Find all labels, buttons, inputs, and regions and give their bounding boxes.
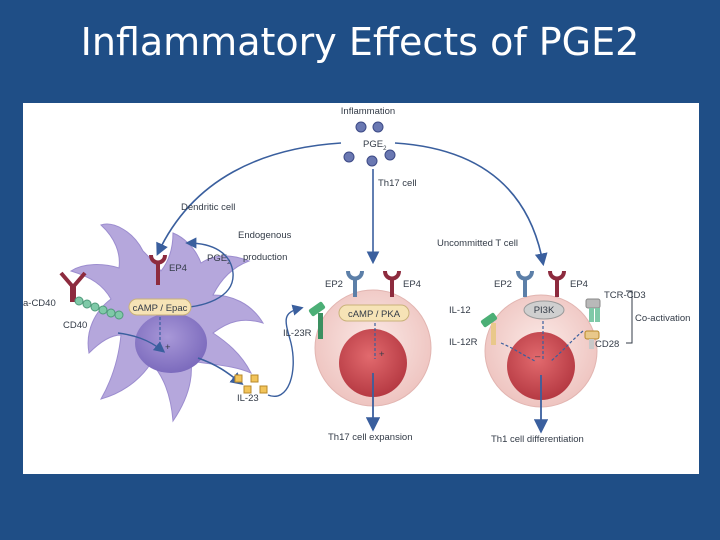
dendritic-ep4-receptor (149, 254, 167, 285)
endogenous-production-arrow (172, 237, 234, 309)
pi3k-box (523, 300, 565, 320)
il23r-receptor (308, 301, 326, 339)
il12-label: IL-12 (449, 305, 471, 316)
cd40-label: CD40 (63, 320, 87, 331)
dendritic-pge2-label: PGE2 (207, 253, 231, 266)
dendritic-cell-label: Dendritic cell (181, 202, 235, 213)
dendritic-camp-epac-label: cAMP / Epac (133, 303, 188, 314)
uncommitted-ep2-label: EP2 (494, 279, 512, 290)
slide-title: Inflammatory Effects of PGE2 (80, 20, 640, 64)
il12r-signal (500, 342, 536, 362)
th17-ep4-receptor (383, 270, 401, 297)
dendritic-ep4-label: EP4 (169, 263, 187, 274)
inflammation-label: Inflammation (341, 106, 395, 117)
uncommitted-ep4-receptor (548, 270, 566, 297)
th17-nucleus (339, 329, 407, 397)
th17-cell-label: Th17 cell (378, 178, 417, 189)
coactivation-label: Co-activation (635, 313, 690, 324)
tcr-cd3-receptor (585, 298, 601, 322)
endogenous-label: Endogenous (238, 230, 292, 241)
il23r-label: IL-23R (283, 328, 312, 339)
cd40-antibody (59, 271, 87, 302)
arrow-to-dendritic (156, 142, 342, 256)
il23-molecules (234, 374, 268, 394)
dendritic-plus-sign: + (165, 342, 171, 353)
uncommitted-nucleus (507, 332, 575, 400)
tcr-cd3-label: TCR-CD3 (604, 290, 646, 301)
coactivation-bracket (626, 290, 633, 344)
th17-outcome-label: Th17 cell expansion (328, 432, 413, 443)
uncommitted-ep2-receptor (516, 270, 534, 297)
pge2-molecules (343, 121, 396, 167)
th17-ep2-label: EP2 (325, 279, 343, 290)
uncommitted-ep4-label: EP4 (570, 279, 588, 290)
cd40-signal-arrow (117, 332, 166, 353)
il23-to-th17-arrow (267, 304, 304, 397)
th17-ep4-label: EP4 (403, 279, 421, 290)
il23-label: IL-23 (237, 393, 259, 404)
figure-panel: Inflammation PGE2 Th17 cell Dendritic ce… (23, 103, 699, 474)
il12r-label: IL-12R (449, 337, 478, 348)
pge2-pathway-diagram: Inflammation PGE2 Th17 cell Dendritic ce… (23, 106, 690, 445)
cd28-label: CD28 (595, 339, 619, 350)
dendritic-camp-epac-box (128, 298, 192, 316)
uncommitted-t-cell-label: Uncommitted T cell (437, 238, 518, 249)
uncommitted-minus-sign: – (535, 351, 541, 362)
pge2-top-label: PGE2 (363, 139, 387, 152)
uncommitted-outcome-label: Th1 cell differentiation (491, 434, 584, 445)
cd40-antibody-label: a-CD40 (23, 298, 56, 309)
cd40-receptor-chain (74, 296, 124, 320)
th17-plus-sign: + (379, 349, 385, 360)
dendritic-nucleus (135, 313, 207, 373)
pi3k-label: PI3K (534, 305, 555, 316)
th17-camp-pka-label: cAMP / PKA (348, 309, 401, 320)
th17-ep2-receptor (346, 270, 364, 297)
coactivation-signal (550, 330, 584, 362)
il12r-receptor (480, 312, 498, 345)
cd28-receptor (584, 330, 600, 349)
arrow-to-uncommitted (394, 142, 548, 267)
production-label: production (243, 252, 287, 263)
th17-camp-pka-box (338, 304, 410, 322)
